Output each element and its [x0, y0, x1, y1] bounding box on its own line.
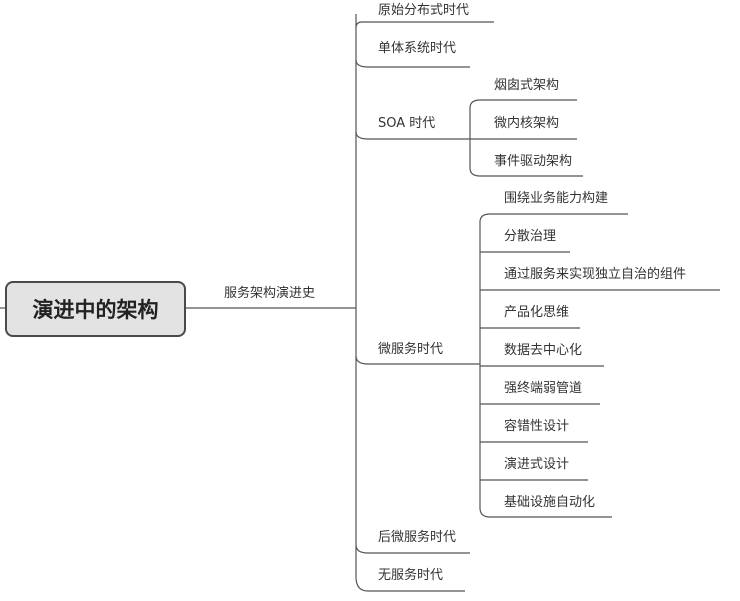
microservice-child-label: 演进式设计 [504, 457, 570, 472]
microservice-child-label: 容错性设计 [504, 419, 570, 434]
era-label: 原始分布式时代 [378, 3, 470, 18]
era-label: SOA 时代 [378, 116, 436, 131]
microservice-child-label: 产品化思维 [504, 305, 570, 320]
soa-child-label: 事件驱动架构 [494, 154, 573, 169]
soa-child-label: 微内核架构 [494, 116, 560, 131]
branch-label: 服务架构演进史 [224, 286, 316, 301]
era-label: 后微服务时代 [378, 530, 457, 545]
soa-child-label: 烟囱式架构 [494, 78, 560, 93]
microservice-child-label: 基础设施自动化 [504, 495, 596, 510]
root-label: 演进中的架构 [32, 298, 159, 322]
era-label: 无服务时代 [378, 568, 444, 583]
microservice-child-label: 通过服务来实现独立自治的组件 [504, 267, 687, 282]
root-node: 演进中的架构 [5, 281, 186, 337]
microservice-child-label: 围绕业务能力构建 [504, 191, 609, 206]
microservice-child-label: 数据去中心化 [504, 343, 583, 358]
microservice-child-label: 分散治理 [504, 229, 557, 244]
era-label: 单体系统时代 [378, 41, 457, 56]
microservice-child-label: 强终端弱管道 [504, 381, 583, 396]
era-label: 微服务时代 [378, 342, 444, 357]
